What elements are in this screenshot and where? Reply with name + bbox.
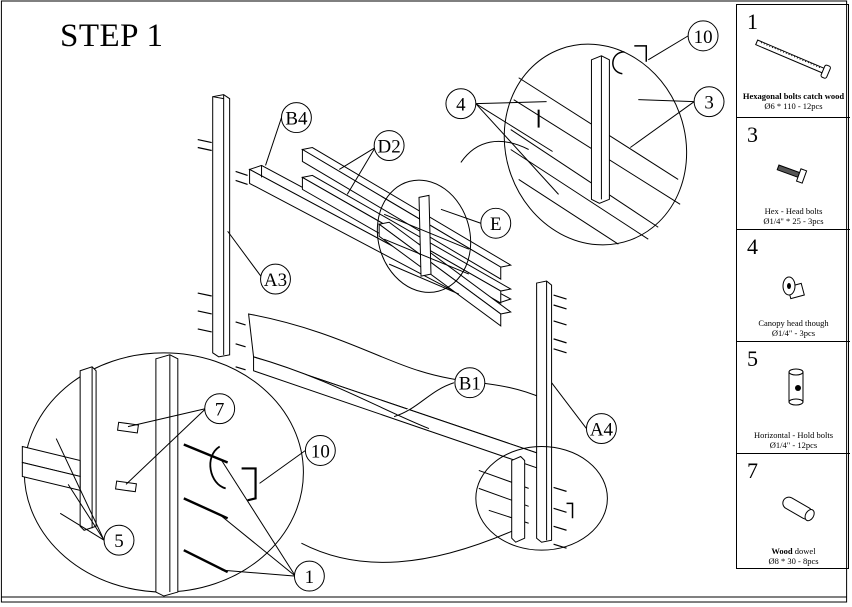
detail-e [376,179,472,295]
part-name: Canopy head though [758,318,829,328]
part-name: Hex - Head bolts [764,206,823,216]
long-bolt-icon [755,39,831,79]
part-spec: Ø1/4" - 3pcs [771,328,816,338]
part-spec: Ø1/4" - 12pcs [769,440,818,450]
detail-top [503,43,688,246]
part-name: Wood dowel [771,546,816,556]
part-3: 3 Hex - Head bolts Ø1/4" * 25 - 3pcs [737,117,850,229]
callouts [55,20,725,592]
part-number: 5 [747,346,758,371]
slats-d2 [301,146,513,327]
barrel-nut-icon [782,276,805,300]
parts-list: 1 Hexagonal bolts catch wood Ø6 * 110 - … [736,4,850,569]
post-a4 [536,280,553,543]
part-spec: Ø8 * 30 - 8pcs [768,556,819,566]
bolts-a4 [553,294,567,549]
callout-a3: A3 [264,270,287,291]
panel-b1 [248,313,545,470]
step-title: STEP 1 [60,18,164,54]
part-name: Horizontal - Hold bolts [753,430,834,440]
part-spec: Ø1/4" * 25 - 3pcs [763,216,824,226]
part-4: 4 Canopy head though Ø1/4" - 3pcs [737,229,850,341]
callout-a4: A4 [590,420,614,441]
callout-5: 5 [114,531,123,552]
part-5: 5 Horizontal - Hold bolts Ø1/4" - 12pcs [737,341,850,453]
short-bolt-icon [776,164,808,184]
wood-dowel-icon [782,496,815,522]
part-spec: Ø6 * 110 - 12pcs [764,101,823,111]
part-number: 3 [747,122,758,147]
callout-b1: B1 [459,374,481,395]
callout-4: 4 [456,95,466,116]
bolts-a3 [197,138,248,371]
part-number: 4 [747,234,758,259]
cross-dowel-icon [788,368,804,406]
dowels [115,421,139,493]
callout-1: 1 [305,567,314,588]
callout-3: 3 [704,93,713,114]
callout-7: 7 [215,400,224,421]
callout-e: E [490,214,502,235]
detail-bottom-right [475,446,608,551]
part-number: 7 [747,458,758,483]
post-a3 [212,94,231,358]
part-7: 7 Wood dowel Ø8 * 30 - 8pcs [737,453,850,568]
callout-d2: D2 [378,136,401,157]
callout-10-top: 10 [694,27,713,48]
part-name: Hexagonal bolts catch wood [742,91,845,101]
part-1: 1 Hexagonal bolts catch wood Ø6 * 110 - … [737,5,850,117]
part-number: 1 [747,9,758,34]
callout-10-bottom: 10 [311,441,330,462]
callout-b4: B4 [285,109,308,130]
detail-bottom-left [21,352,304,597]
